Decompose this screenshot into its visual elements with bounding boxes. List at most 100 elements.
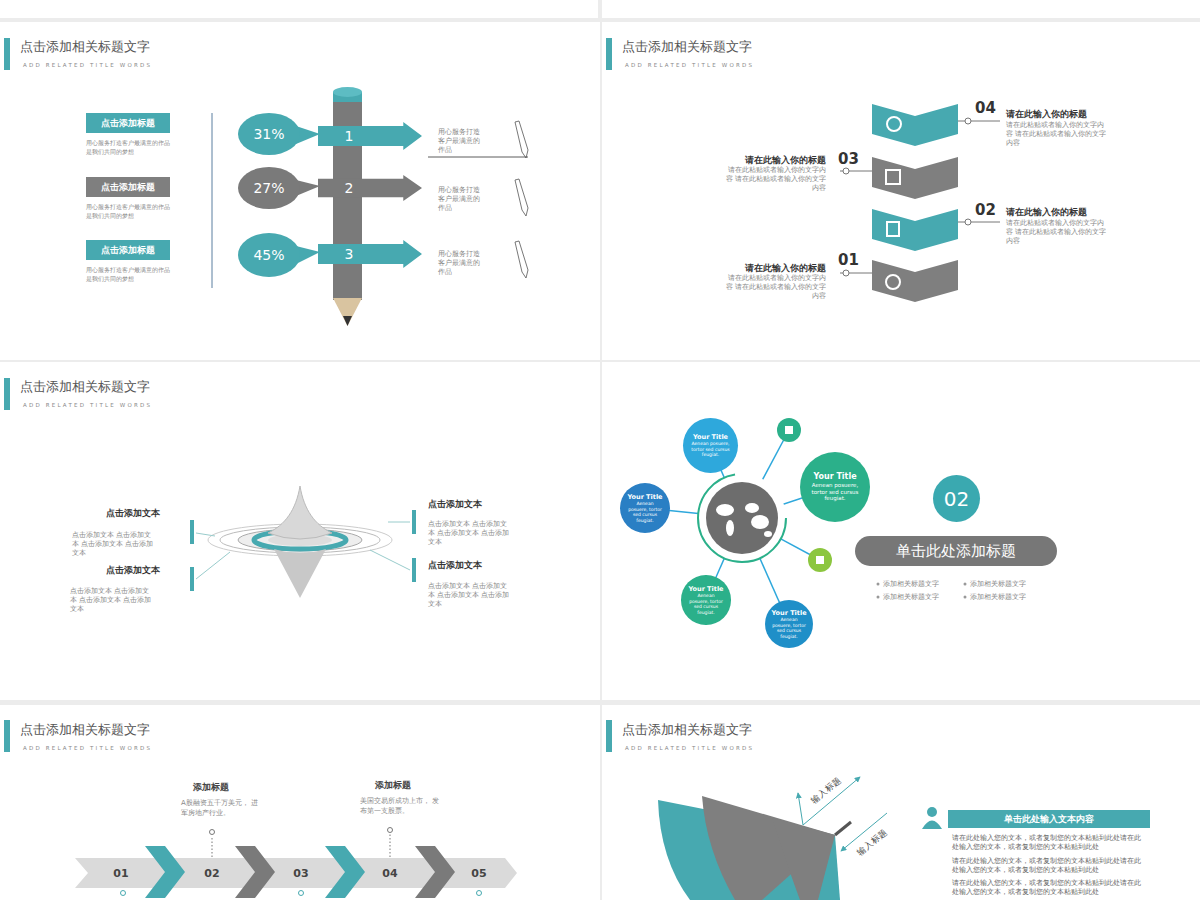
tag-body: 用心服务打造客户最满意的作品是我们共同的梦想: [86, 202, 170, 220]
umbrella-illustration: [702, 796, 835, 900]
spinning-top: [412, 558, 416, 582]
chevron-timeline: [415, 846, 455, 898]
text-label: 02: [975, 201, 1005, 219]
slide-title: 点击添加相关标题文字: [20, 39, 150, 54]
step-segment: 02: [192, 860, 232, 886]
slide-subtitle: ADD RELATED TITLE WORDS: [23, 62, 152, 69]
title-bar: [4, 38, 10, 70]
slide-panel: 点击添加相关标题文字ADD RELATED TITLE WORDS单击此处输入文…: [602, 705, 1200, 900]
tag-body: 用心服务打造客户最满意的作品是我们共同的梦想: [86, 265, 170, 283]
text-label: 添加相关标题文字: [970, 579, 1040, 589]
slide-subtitle: ADD RELATED TITLE WORDS: [23, 745, 152, 752]
text-label: 请在此处输入您的文本，或者复制您的文本粘贴到此处请在此处输入您的文本，或者复制您…: [952, 879, 1144, 897]
step-number: 05: [471, 867, 486, 880]
chevron-timeline: [390, 834, 391, 857]
topic-circle: Your TitleAenean posuere, tortor sed cur…: [765, 600, 813, 648]
arrow-shape: [318, 122, 422, 150]
spinning-top: [190, 486, 416, 598]
hub-diagram: [751, 515, 769, 529]
ribbon-steps: [840, 118, 1000, 276]
ribbon-steps: [958, 222, 1000, 223]
hub-diagram: [785, 426, 793, 434]
chevron-timeline: [145, 846, 185, 898]
text-label: 03: [838, 150, 868, 168]
text-label: 请在此粘贴或者输入你的文字内容 请在此粘贴或者输入你的文字内容: [1006, 219, 1108, 246]
section-number: 02: [933, 475, 980, 522]
text-banner: 单击此处输入文本内容: [948, 810, 1150, 828]
tag-heading: 点击添加标题: [86, 240, 170, 260]
umbrella-illustration: [798, 793, 803, 825]
text-label: 输入标题: [799, 766, 853, 814]
hub-diagram: [964, 583, 967, 586]
slide-background: [0, 705, 600, 900]
circle-title: Your Title: [771, 609, 806, 617]
ribbon-steps: [965, 118, 971, 124]
spinning-top: [196, 533, 215, 536]
arrow-shape: [318, 122, 422, 150]
ribbon-steps: [872, 157, 958, 199]
text-label: 请在此粘贴或者输入你的文字内容 请在此粘贴或者输入你的文字内容: [724, 274, 826, 301]
hub-diagram: [777, 418, 801, 442]
topic-circle: Your TitleAenean posuere, tortor sed cur…: [800, 452, 870, 522]
text-label: 点击添加文本: [428, 560, 518, 571]
text-label: 请在此输入你的标题: [716, 155, 826, 166]
step-segment: 04: [370, 860, 410, 886]
ribbon-steps: [886, 117, 901, 289]
spinning-top: [196, 552, 230, 579]
chevron-timeline: [121, 891, 126, 896]
percent-bubble: 31%: [238, 113, 300, 155]
step-number: 02: [204, 867, 219, 880]
percent-bubble: 27%: [238, 167, 300, 209]
arrow-shape: [318, 175, 422, 201]
hub-diagram: [645, 418, 967, 624]
ribbon-steps: [843, 270, 849, 276]
slide-subtitle: ADD RELATED TITLE WORDS: [625, 745, 754, 752]
hub-diagram: [645, 430, 835, 624]
arrow-number: 1: [338, 128, 360, 144]
topic-circle: Your TitleAenean posuere, tortor sed cur…: [620, 483, 670, 533]
pencil-illustration: [515, 121, 528, 278]
ribbon-steps: [886, 275, 900, 289]
number-arrow: 2: [318, 175, 422, 201]
title-pill: 单击此处添加标题: [855, 536, 1057, 566]
circle-body: Aenean posuere, tortor sed cursus feugia…: [690, 441, 731, 458]
chevron-timeline: [388, 828, 393, 833]
text-label: 请在此粘贴或者输入你的文字内容 请在此粘贴或者输入你的文字内容: [724, 166, 826, 193]
tag-body: 用心服务打造客户最满意的作品是我们共同的梦想: [86, 138, 170, 156]
percent-text: 27%: [253, 180, 284, 196]
percent-text: 45%: [253, 247, 284, 263]
ribbon-steps: [958, 121, 1000, 122]
circle-title: Your Title: [693, 433, 728, 441]
umbrella-illustration: [922, 821, 942, 830]
text-label: 美国交易所成功上市， 发布第一支股票。: [360, 796, 442, 816]
ribbon-steps: [965, 219, 971, 225]
pencil-illustration: [343, 316, 352, 326]
title-tag: 点击添加标题用心服务打造客户最满意的作品是我们共同的梦想: [86, 113, 170, 156]
slide-title: 点击添加相关标题文字: [20, 379, 150, 394]
pencil-illustration: [333, 298, 362, 326]
slide-background: [0, 22, 600, 360]
slide-panel: 点击添加相关标题文字ADD RELATED TITLE WORDS0102030…: [0, 705, 600, 900]
hub-diagram: [745, 503, 759, 513]
circle-body: Aenean posuere, tortor sed cursus feugia…: [807, 482, 863, 502]
slide-title: 点击添加相关标题文字: [622, 39, 752, 54]
arrow-shape: [318, 240, 422, 268]
umbrella-illustration: [927, 807, 937, 817]
circle-body: Aenean posuere, tortor sed cursus feugia…: [772, 617, 806, 639]
pencil-illustration: [212, 113, 213, 288]
spinning-top: [388, 522, 410, 523]
step-segment: 03: [281, 860, 321, 886]
section-number-text: 02: [944, 488, 969, 510]
slide-background: [602, 362, 1200, 700]
title-bar: [606, 38, 612, 70]
chevron-timeline: [299, 891, 304, 896]
hub-diagram: [964, 596, 967, 599]
text-label: 点击添加文本 点击添加文本 点击添加文本 点击添加文本: [428, 520, 512, 547]
ribbon-steps: [886, 170, 900, 184]
chevron-timeline: [235, 846, 275, 898]
slide-panel: 点击添加相关标题文字ADD RELATED TITLE WORDS: [602, 22, 1200, 360]
title-tag: 点击添加标题用心服务打造客户最满意的作品是我们共同的梦想: [86, 177, 170, 220]
percent-text: 31%: [253, 126, 284, 142]
